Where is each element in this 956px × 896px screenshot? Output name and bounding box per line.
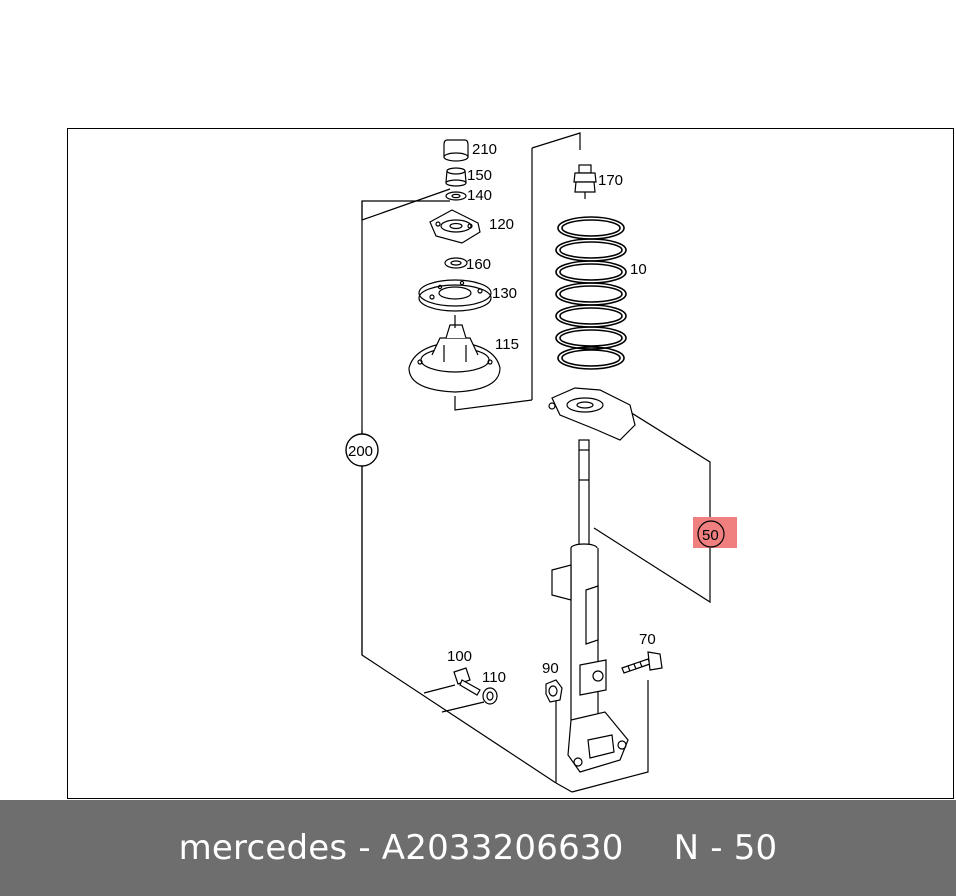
part-number: A2033206630	[381, 828, 624, 868]
part-130-mount-ring	[418, 279, 492, 312]
callout-210: 210	[472, 141, 497, 158]
exploded-parts-diagram: 210 150 140 120 160 130 115 170 10 200 5…	[345, 132, 737, 793]
callout-150: 150	[467, 167, 492, 184]
callout-160: 160	[466, 256, 491, 273]
part-210-cap	[443, 139, 469, 162]
part-100-bolt	[453, 667, 481, 696]
callout-50-circle	[697, 520, 725, 548]
part-90-nut	[545, 679, 563, 703]
part-120-plate	[429, 209, 481, 244]
part-150-nut	[445, 167, 467, 187]
part-160-ring	[444, 257, 468, 269]
callout-120: 120	[489, 216, 514, 233]
callout-10: 10	[630, 261, 647, 278]
callout-170: 170	[598, 172, 623, 189]
callout-50: 50	[702, 527, 719, 544]
callout-130: 130	[492, 285, 517, 302]
part-50-shock-absorber	[551, 439, 629, 773]
bracket-lines	[361, 132, 711, 793]
part-info-footer: mercedes - A2033206630 N - 50	[0, 800, 956, 896]
separator: -	[358, 828, 371, 868]
callout-200-circle	[345, 433, 379, 467]
callout-100: 100	[447, 648, 472, 665]
callout-90: 90	[542, 660, 559, 677]
callout-115: 115	[495, 336, 519, 353]
position-label: N	[673, 828, 700, 868]
callout-140: 140	[467, 187, 492, 204]
part-10-coil-spring	[555, 216, 627, 370]
position-number: 50	[733, 828, 778, 868]
part-110-nut	[482, 687, 498, 705]
callout-110: 110	[482, 669, 506, 686]
part-170-bump-stop	[573, 164, 597, 199]
brand-name: mercedes	[178, 828, 348, 868]
callout-70: 70	[639, 631, 656, 648]
part-spring-seat	[548, 387, 636, 441]
part-140-washer	[445, 191, 467, 201]
diagram-frame	[67, 128, 954, 799]
part-115-strut-mount	[408, 315, 501, 393]
part-70-bolt	[621, 651, 663, 674]
callout-200: 200	[348, 443, 373, 460]
separator: -	[710, 828, 723, 868]
